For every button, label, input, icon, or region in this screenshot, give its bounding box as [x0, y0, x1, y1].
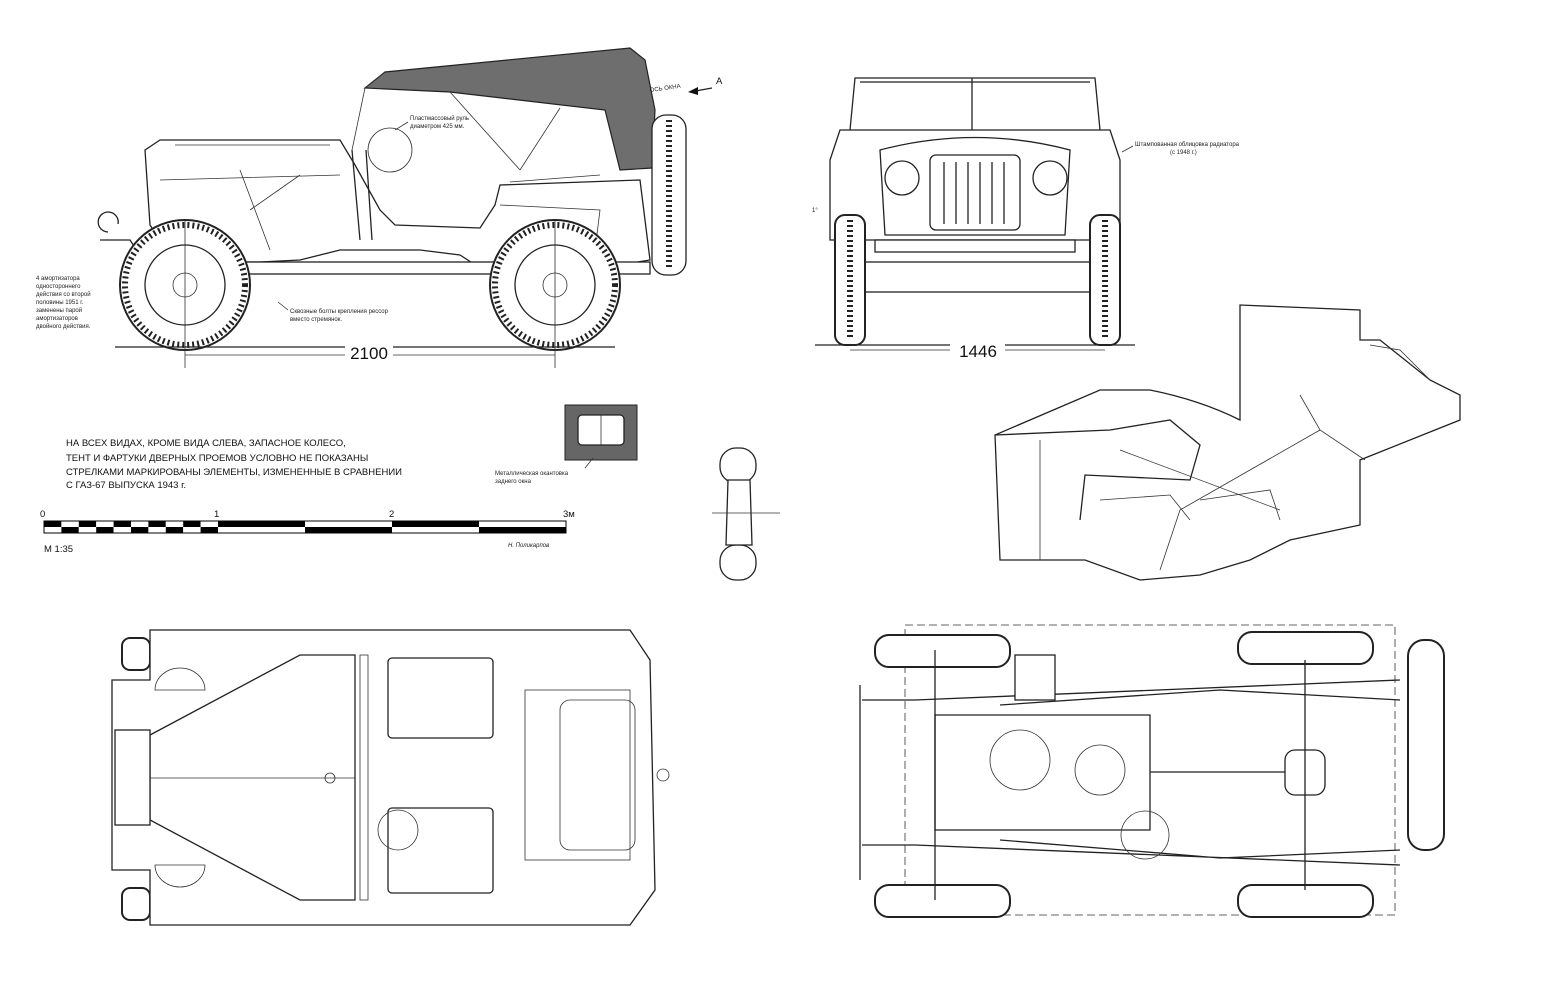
- scale-bar-segment: [131, 527, 149, 533]
- scale-bar-segment: [165, 521, 184, 527]
- scale-bar-segment: [183, 521, 201, 527]
- scale-bar-segment: [44, 521, 62, 527]
- scale-bar-segment: [392, 527, 479, 533]
- scale-bar-segment: [78, 521, 97, 527]
- scale-bar-segment: [479, 527, 566, 533]
- scale-bar-segment: [218, 527, 305, 533]
- scale-tick-label: 1: [214, 509, 219, 520]
- note-line: С ГАЗ-67 ВЫПУСКА 1943 г.: [66, 480, 186, 491]
- scale-bar-segment: [78, 527, 97, 533]
- scale-bar-segment: [113, 527, 131, 533]
- left-headlight: [884, 160, 920, 196]
- scale-bar-segment: [113, 521, 131, 527]
- scale-bar-segment: [392, 521, 479, 527]
- scale-bar-segment: [183, 527, 201, 533]
- view-arrow-label: A: [716, 76, 723, 87]
- scale-bar-outline: [43, 520, 567, 534]
- scale-bar-segment: [61, 527, 79, 533]
- underside-view-drawing: [859, 624, 1445, 918]
- scale-bar: 0 1 2 3м М 1:35 Н. Поликарпов: [40, 509, 575, 555]
- scale-bar-segment: [148, 527, 166, 533]
- scale-bar-segment: [305, 521, 392, 527]
- radiator-grille: [929, 154, 1021, 231]
- scale-bar-segment: [218, 521, 305, 527]
- general-notes: НА ВСЕХ ВИДАХ, КРОМЕ ВИДА СЛЕВА, ЗАПАСНО…: [66, 438, 402, 491]
- floor-perspective-drawing: [994, 304, 1461, 581]
- scale-tick-label: 2: [389, 509, 394, 520]
- scale-bar-segment: [148, 521, 166, 527]
- scale-ratio: М 1:35: [44, 544, 73, 555]
- note-line: НА ВСЕХ ВИДАХ, КРОМЕ ВИДА СЛЕВА, ЗАПАСНО…: [66, 438, 346, 449]
- scale-bar-segment: [200, 527, 218, 533]
- top-view-drawing: [111, 629, 670, 926]
- scale-tick-label: 0: [40, 509, 45, 520]
- right-headlight: [1032, 160, 1068, 196]
- scale-bar-segment: [96, 527, 114, 533]
- track-dimension: 1446: [959, 342, 997, 361]
- scale-bar-segment: [61, 521, 79, 527]
- note-line: СТРЕЛКАМИ МАРКИРОВАНЫ ЭЛЕМЕНТЫ, ИЗМЕНЕНН…: [66, 467, 402, 478]
- scale-bar-segment: [44, 527, 62, 533]
- view-arrow-icon: [688, 87, 698, 95]
- front-view-drawing: 1446 1° Штампованная облицовка радиатора…: [812, 77, 1240, 361]
- scale-bar-segment: [96, 521, 114, 527]
- radiator-grille-note: Штампованная облицовка радиатора(с 1948 …: [1135, 142, 1240, 156]
- scale-tick-label: 3м: [563, 509, 575, 520]
- spare-wheel-bottom: [1407, 639, 1445, 851]
- scale-bar-segment: [131, 521, 149, 527]
- soft-top: [363, 47, 656, 171]
- camber-angle: 1°: [812, 208, 818, 214]
- window-axis-label: ОСЬ ОКНА: [649, 84, 681, 94]
- wheelbase-dimension: 2100: [350, 344, 388, 363]
- scale-bar-segment: [305, 527, 392, 533]
- note-line: ТЕНТ И ФАРТУКИ ДВЕРНЫХ ПРОЕМОВ УСЛОВНО Н…: [66, 453, 368, 464]
- scale-bar-segment: [479, 521, 566, 527]
- scale-bar-segment: [200, 521, 218, 527]
- author-credit: Н. Поликарпов: [508, 543, 549, 549]
- scale-bar-segment: [165, 527, 184, 533]
- wheel-section-detail: [712, 447, 780, 581]
